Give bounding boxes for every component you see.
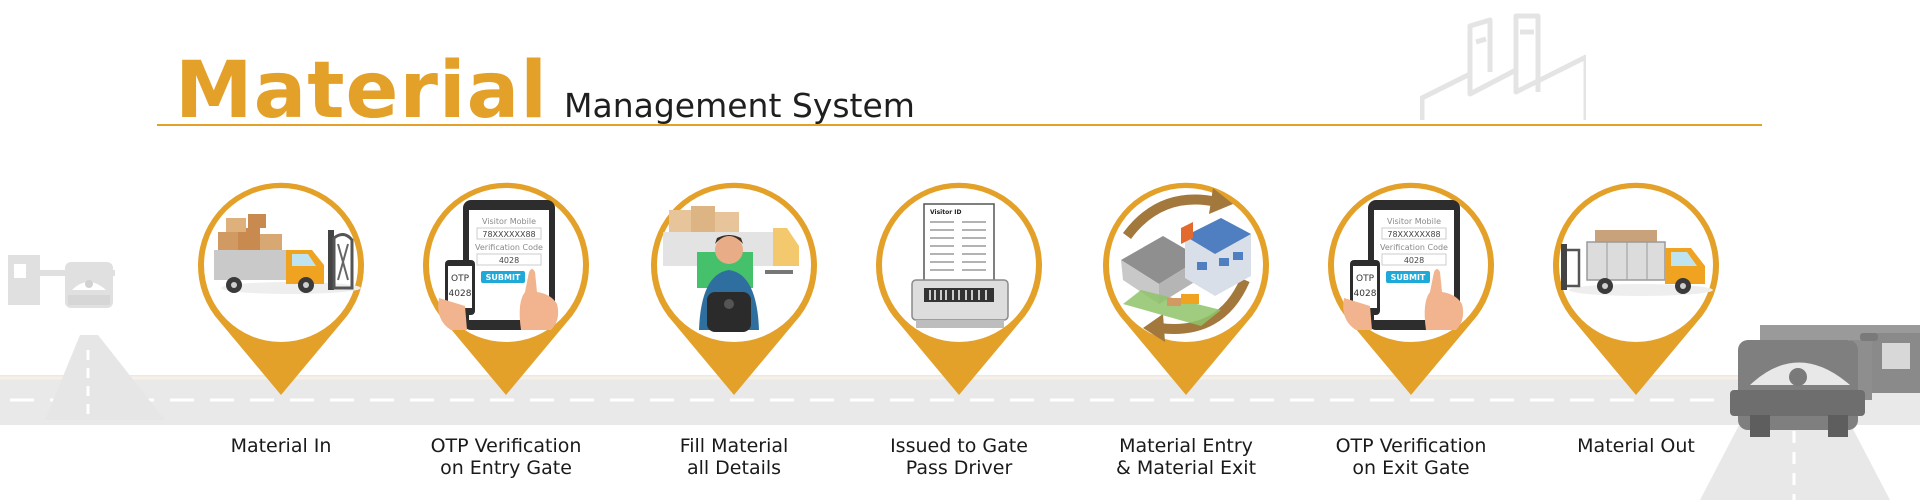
- step-label: Material In: [156, 435, 406, 457]
- pass-printer-icon: Visitor ID: [911, 203, 1009, 328]
- tablet-otp-icon: Visitor Mobile 78XXXXXX88 Verification C…: [1343, 200, 1464, 330]
- step-label-line1: Material In: [230, 435, 332, 457]
- location-pin-marker: [1553, 182, 1719, 395]
- step-label-line1: Material Out: [1577, 435, 1695, 457]
- location-pin-marker: Visitor Mobile 78XXXXXX88 Verification C…: [423, 182, 589, 395]
- tablet-code-value: 4028: [499, 256, 519, 265]
- step-label-line2: all Details: [686, 457, 782, 479]
- phone-otp-label: OTP: [451, 274, 470, 284]
- title-underline: [157, 124, 1762, 126]
- tablet-code-label: Verification Code: [475, 243, 543, 252]
- page-title: Material Management System: [175, 46, 915, 136]
- title-main: Material: [175, 46, 549, 136]
- tablet-mobile-value: 78XXXXXX88: [482, 230, 535, 239]
- tablet-submit-button: SUBMIT: [1391, 273, 1426, 282]
- tablet-submit-button: SUBMIT: [486, 273, 521, 282]
- truck-exiting-gate-icon: [1561, 230, 1713, 296]
- tablet-code-label: Verification Code: [1380, 243, 1448, 252]
- pass-heading: Visitor ID: [930, 209, 961, 216]
- location-pin-marker: Visitor Mobile 78XXXXXX88 Verification C…: [1328, 182, 1494, 395]
- step-label: Issued to Gate Pass Driver: [834, 435, 1084, 479]
- operator-at-computer-icon: [663, 206, 799, 332]
- step-label: Material Entry & Material Exit: [1061, 435, 1311, 479]
- step-label-line1: Material Entry: [1119, 435, 1253, 457]
- tablet-mobile-value: 78XXXXXX88: [1387, 230, 1440, 239]
- step-label: Material Out: [1511, 435, 1761, 457]
- phone-otp-label: OTP: [1356, 274, 1375, 284]
- step-label: OTP Verification on Entry Gate: [381, 435, 631, 479]
- step-label-line1: Issued to Gate: [890, 435, 1028, 457]
- step-label-line2: on Exit Gate: [1352, 457, 1470, 479]
- warehouse-cycle-icon: [1121, 188, 1251, 342]
- step-label: Fill Material all Details: [609, 435, 859, 479]
- security-gate-icon: [1700, 325, 1920, 500]
- step-label-line1: Fill Material: [679, 435, 789, 457]
- step-label-line1: OTP Verification: [1335, 435, 1487, 457]
- tablet-otp-icon: Visitor Mobile 78XXXXXX88 Verification C…: [438, 200, 559, 330]
- location-pin-marker: Visitor ID: [876, 182, 1042, 395]
- location-pin-marker: [1103, 182, 1269, 395]
- truck-entering-gate-icon: [214, 214, 361, 294]
- tablet-code-value: 4028: [1404, 256, 1424, 265]
- step-label-line1: OTP Verification: [430, 435, 582, 457]
- step-label-line2: Pass Driver: [905, 457, 1013, 479]
- location-pin-marker: [651, 182, 817, 395]
- toll-gate-icon: [8, 255, 165, 420]
- phone-otp-value: 4028: [1354, 289, 1377, 299]
- title-sub: Management System: [564, 86, 915, 125]
- tablet-mobile-label: Visitor Mobile: [482, 217, 536, 226]
- step-label: OTP Verification on Exit Gate: [1286, 435, 1536, 479]
- phone-otp-value: 4028: [449, 289, 472, 299]
- tablet-mobile-label: Visitor Mobile: [1387, 217, 1441, 226]
- step-label-line2: & Material Exit: [1115, 457, 1257, 479]
- location-pin-marker: [198, 182, 364, 395]
- factory-icon: [1420, 13, 1586, 120]
- step-label-line2: on Entry Gate: [440, 457, 572, 479]
